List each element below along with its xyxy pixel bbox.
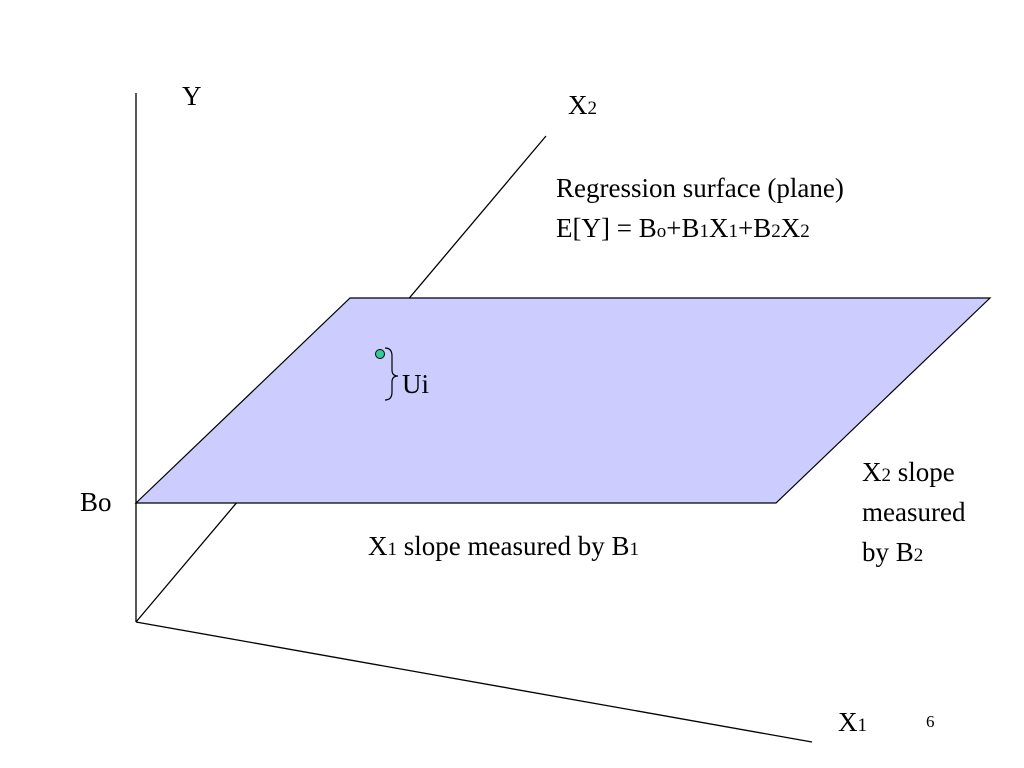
- eq-part-1: E[Y] = B: [556, 213, 657, 243]
- x2-slope-sub: 2: [881, 465, 892, 486]
- surface-title: Regression surface (plane): [556, 173, 844, 203]
- page-number: 6: [926, 712, 935, 731]
- x1-slope-text: slope measured by B: [397, 531, 630, 561]
- x2-axis-label: X2: [568, 89, 597, 125]
- error-brace: [384, 347, 399, 401]
- x1-axis: [135, 621, 813, 743]
- x1-slope-label: X1 slope measured by B1: [368, 530, 639, 566]
- x2-slope-by: by B: [862, 537, 914, 567]
- eq-part-4: +B: [737, 213, 772, 243]
- x1-axis-label-sub: 1: [857, 715, 868, 736]
- eq-sub-3: 1: [728, 221, 738, 242]
- x2-slope-base: X: [862, 457, 882, 487]
- error-label: Ui: [402, 369, 429, 399]
- x1-slope-coef-sub: 1: [629, 539, 639, 560]
- x2-axis-label-sub: 2: [587, 98, 598, 119]
- x2-axis-label-base: X: [568, 90, 588, 120]
- eq-sub-2: 1: [699, 221, 709, 242]
- x2-slope-line-1: X2 slope: [862, 456, 955, 492]
- y-axis-label: Y: [182, 81, 202, 111]
- x1-axis-label-base: X: [838, 707, 858, 737]
- x2-slope-line-2: measured: [862, 497, 966, 527]
- eq-part-5: X: [780, 213, 801, 243]
- x2-slope-coef-sub: 2: [913, 545, 924, 566]
- surface-equation: E[Y] = Bo+B1X1+B2X2: [556, 212, 810, 248]
- eq-sub-1: o: [656, 221, 667, 242]
- x2-slope-line-3: by B2: [862, 536, 923, 572]
- x1-axis-label: X1: [838, 706, 867, 742]
- intercept-label: Bo: [80, 487, 112, 517]
- eq-sub-5: 2: [800, 221, 810, 242]
- observation-point: [375, 349, 385, 359]
- eq-sub-4: 2: [771, 221, 781, 242]
- x1-slope-base: X: [368, 531, 388, 561]
- regression-plane: [134, 297, 992, 504]
- x1-slope-sub: 1: [387, 539, 398, 560]
- x2-slope-text: slope: [891, 457, 955, 487]
- eq-part-3: X: [708, 213, 729, 243]
- eq-part-2: +B: [666, 213, 700, 243]
